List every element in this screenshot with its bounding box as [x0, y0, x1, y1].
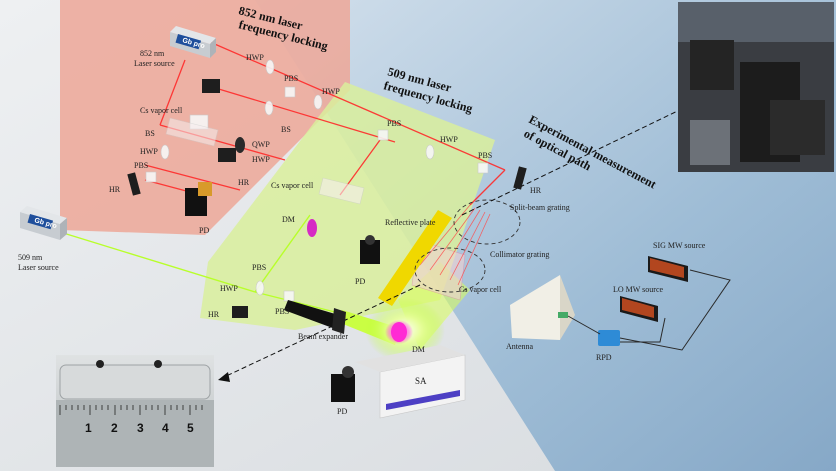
split-beams [419, 204, 491, 286]
hr-mirror-1 [127, 172, 141, 196]
label-qwp: QWP [252, 140, 270, 149]
rf-cables [567, 269, 731, 351]
dm-mirror-1 [307, 219, 317, 237]
label-pbs2: PBS [134, 161, 148, 170]
label-antenna: Antenna [506, 342, 534, 351]
label-split: Split-beam grating [510, 203, 570, 212]
label-sig-mw: SIG MW source [653, 241, 706, 250]
label-bs1: BS [145, 129, 155, 138]
photodetector-3 [331, 366, 355, 402]
label-beam-expander: Beam expander [298, 332, 348, 341]
label-hr2: HR [238, 178, 250, 187]
antenna-horn [510, 275, 575, 340]
cs-vapor-cell-852 [165, 117, 219, 147]
label-hr3: HR [530, 186, 542, 195]
ruler-num-1: 1 [85, 421, 92, 435]
label-hwp4: HWP [252, 155, 270, 164]
label-sa: SA [415, 376, 427, 386]
laser-source-852: Gb pro [170, 26, 216, 58]
ruler-num-3: 3 [137, 421, 144, 435]
label-cs2: Cs vapor cell [271, 181, 314, 190]
arrow-head-cell [218, 372, 230, 382]
label-hwp6: HWP [220, 284, 238, 293]
laser-852-beams [144, 41, 506, 206]
label-pbs6: PBS [275, 307, 289, 316]
reflective-plate [378, 210, 452, 306]
label-cs3: Cs vapor cell [459, 285, 502, 294]
label-refl: Reflective plate [385, 218, 436, 227]
vapor-cell-photo [56, 355, 214, 467]
beam-expander [284, 300, 346, 334]
mirror-852-1 [202, 79, 220, 93]
label-pbs3: PBS [387, 119, 401, 128]
setup-photo [678, 2, 834, 172]
label-hr1: HR [109, 185, 121, 194]
label-coll: Collimator grating [490, 250, 549, 259]
hr-mirror-2 [513, 166, 527, 190]
mirror-852-2 [218, 148, 236, 162]
label-hwp2: HWP [322, 87, 340, 96]
label-852-source-2: Laser source [134, 59, 175, 68]
label-rpd: RPD [596, 353, 612, 362]
label-hwp5: HWP [440, 135, 458, 144]
collimator-highlight [414, 247, 486, 293]
rpd-device [598, 330, 620, 346]
label-pd3: PD [337, 407, 347, 416]
label-852-source-1: 852 nm [140, 49, 165, 58]
photodetector-2 [360, 235, 380, 264]
qwp-optic [235, 137, 245, 153]
label-hr4: HR [208, 310, 220, 319]
label-hwp1: HWP [246, 53, 264, 62]
label-pd1: PD [199, 226, 209, 235]
label-dm1: DM [282, 215, 295, 224]
label-dm2: DM [412, 345, 425, 354]
label-509-source-1: 509 nm [18, 253, 43, 262]
cs-vapor-cell-509 [318, 177, 365, 205]
laser-509-beams [59, 214, 336, 313]
laser-source-509: Gb pro [20, 206, 67, 240]
lo-mw-source [620, 296, 658, 322]
photodetector-1 [185, 182, 212, 216]
ruler-ticks [59, 405, 203, 415]
arrow-to-photo [461, 103, 693, 216]
dm-mirror-2 [391, 322, 407, 342]
ruler-num-4: 4 [162, 421, 169, 435]
label-hwp3: HWP [140, 147, 158, 156]
label-lo-mw: LO MW source [613, 285, 664, 294]
sig-mw-source [648, 256, 688, 282]
label-cs1: Cs vapor cell [140, 106, 183, 115]
label-pbs4: PBS [478, 151, 492, 160]
ruler-num-5: 5 [187, 421, 194, 435]
label-pbs1: PBS [284, 74, 298, 83]
split-grating-highlight [453, 199, 521, 245]
label-509-source-2: Laser source [18, 263, 59, 272]
spectrum-analyzer [355, 345, 466, 419]
arrow-to-cell-photo [221, 284, 421, 379]
ruler-num-2: 2 [111, 421, 118, 435]
label-pd2: PD [355, 277, 365, 286]
label-pbs5: PBS [252, 263, 266, 272]
hr-mirror-509 [232, 306, 248, 318]
label-bs2: BS [281, 125, 291, 134]
